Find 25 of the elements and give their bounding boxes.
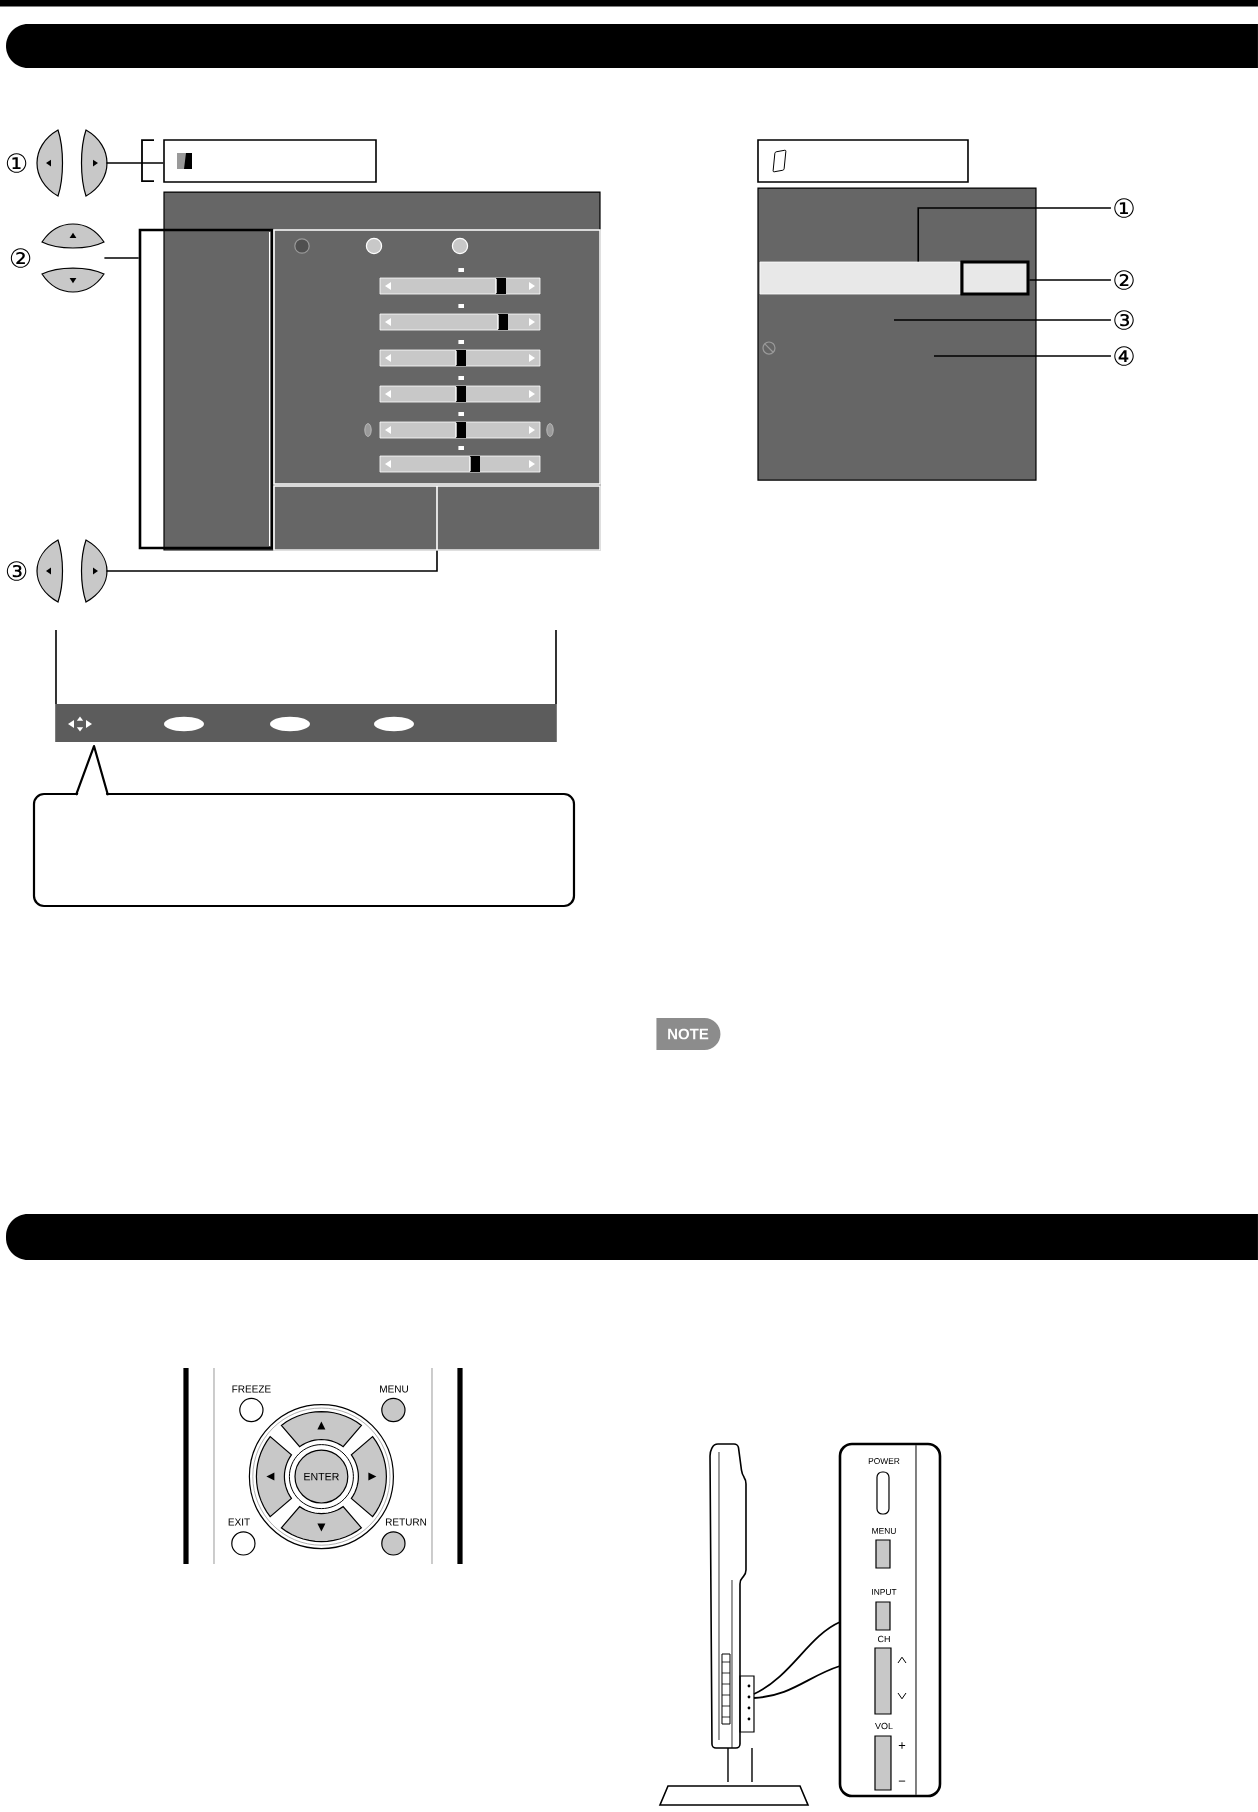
arrow-keys — [41, 223, 105, 293]
leader-line — [893, 319, 1112, 321]
title-bar — [163, 139, 377, 183]
leader-line — [917, 207, 1112, 263]
leader-line — [933, 355, 1112, 357]
highlight-frame — [138, 228, 274, 550]
arrow-keys — [36, 539, 108, 603]
settings-panel — [273, 229, 601, 485]
value-box — [960, 260, 1030, 296]
screen-panel — [55, 629, 557, 742]
callout-number: ② — [1114, 270, 1134, 290]
arrow-keys — [36, 129, 108, 197]
leader-line — [1028, 279, 1112, 281]
callout-number: ② — [10, 248, 31, 268]
title-bar — [757, 139, 969, 183]
leader-line — [103, 257, 140, 259]
callout-number: ④ — [1114, 346, 1134, 366]
info-panel — [273, 485, 601, 551]
callout-number: ③ — [6, 561, 27, 581]
leader-line — [105, 162, 164, 164]
callout-number: ③ — [1114, 310, 1134, 330]
leader-line — [105, 550, 438, 572]
callout-number: ① — [6, 153, 27, 173]
callout-number: ① — [1114, 198, 1134, 218]
speech-bubble — [32, 744, 576, 908]
